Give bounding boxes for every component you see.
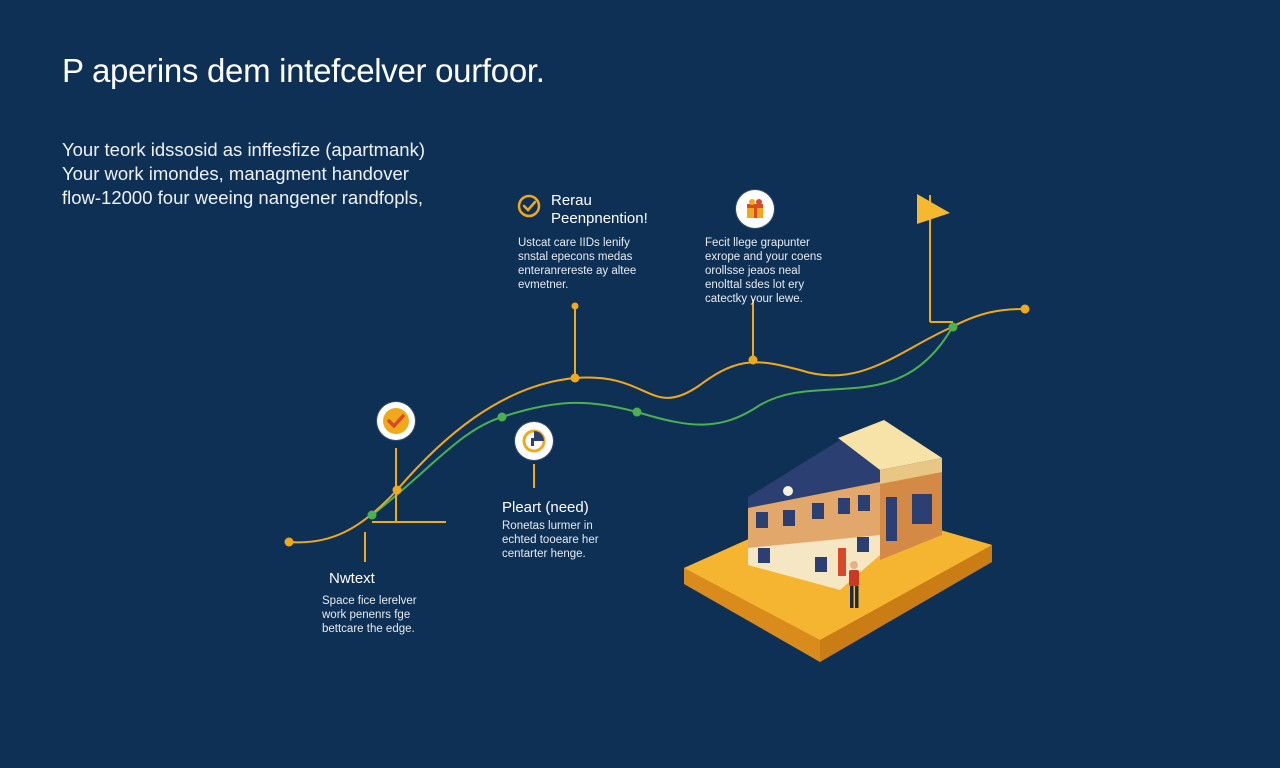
intro-line-2: Your work imondes, managment handover xyxy=(62,163,409,184)
milestone-rerau-title-1: Rerau xyxy=(551,192,592,209)
intro-text: Your teork idssosid as inffesfize (apart… xyxy=(62,138,482,210)
milestone-pleart-title: Pleart (need) xyxy=(502,499,589,516)
intro-line-1: Your teork idssosid as inffesfize (apart… xyxy=(62,139,425,160)
pleart-body-1: Ronetas lurmer in xyxy=(502,520,593,532)
milestone-nwtext: Nwtext Space fice lerelver work penenrs … xyxy=(322,570,417,636)
node-rerau-top xyxy=(571,302,579,310)
rerau-body-3: enteranrereste ay altee xyxy=(518,265,637,277)
node-orange-1 xyxy=(392,485,402,495)
node-green-2 xyxy=(497,412,507,422)
node-orange-3 xyxy=(748,355,758,365)
rerau-body-2: snstal epecons medas xyxy=(518,251,633,263)
nwtext-body-2: work penenrs fge xyxy=(322,609,411,621)
node-start xyxy=(284,537,294,547)
fecit-body-4: enolttal sdes lot ery xyxy=(705,279,805,291)
node-orange-2 xyxy=(570,373,580,383)
check-circle-icon xyxy=(517,194,541,218)
nwtext-body-1: Space fice lerelver xyxy=(322,595,417,607)
green-timeline-path xyxy=(371,325,954,516)
node-green-1 xyxy=(367,510,377,520)
milestone-rerau: Rerau Peenpnention! xyxy=(551,192,648,228)
check-icon xyxy=(377,402,415,440)
milestone-pleart: Pleart (need) Ronetas lurmer in echted t… xyxy=(502,499,599,561)
fecit-body-1: Fecit llege grapunter xyxy=(705,237,810,249)
nwtext-body-3: bettcare the edge. xyxy=(322,623,415,635)
pleart-body-3: centarter henge. xyxy=(502,548,586,560)
node-green-4 xyxy=(948,322,958,332)
intro-line-3: flow-12000 four weeing nangener randfopl… xyxy=(62,187,423,208)
gift-icon xyxy=(736,190,774,228)
milestone-nwtext-title: Nwtext xyxy=(329,570,375,587)
rerau-body-4: evmetner. xyxy=(518,279,569,291)
pleart-body-2: echted tooeare her xyxy=(502,534,599,546)
node-green-3 xyxy=(632,407,642,417)
apartment-building-icon xyxy=(684,420,992,662)
pie-chart-icon xyxy=(515,422,553,460)
milestone-fecit: Fecit llege grapunter exrope and your co… xyxy=(705,236,822,306)
fecit-body-5: catectky your lewe. xyxy=(705,293,803,305)
person-icon xyxy=(849,561,859,608)
milestone-rerau-title-2: Peenpnention! xyxy=(551,210,648,227)
rerau-body-1: Ustcat care IIDs lenify xyxy=(518,237,630,249)
fecit-body-2: exrope and your coens xyxy=(705,251,822,263)
fecit-body-3: orollsse jeaos neal xyxy=(705,265,801,277)
flag-icon xyxy=(917,194,950,224)
node-end xyxy=(1020,304,1030,314)
page-title: P aperins dem intefcelver ourfoor. xyxy=(62,52,545,89)
milestone-rerau-body: Ustcat care IIDs lenify snstal epecons m… xyxy=(518,236,636,292)
